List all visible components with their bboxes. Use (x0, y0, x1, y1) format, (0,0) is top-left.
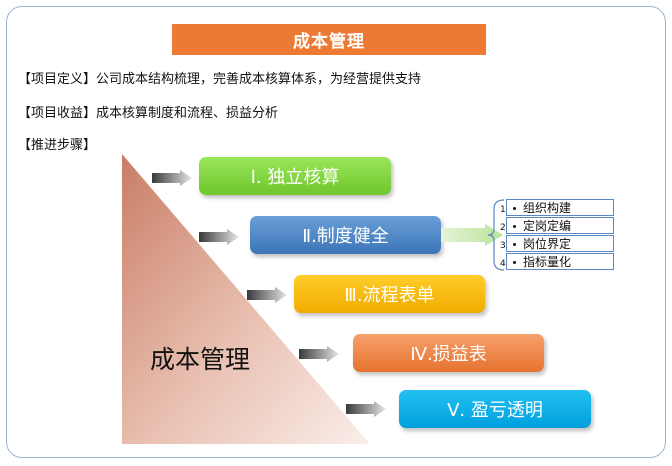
brace-icon (487, 199, 505, 271)
sub-item-label: 组织构建 (523, 201, 572, 215)
definition-text: 公司成本结构梳理，完善成本核算体系，为经营提供支持 (96, 72, 422, 87)
step-system-sound: Ⅱ.制度健全 (250, 216, 441, 254)
sub-item-number: 2 (500, 223, 506, 233)
sub-item: 指标量化 (506, 253, 614, 270)
definition-line: 【项目定义】公司成本结构梳理，完善成本核算体系，为经营提供支持 (18, 68, 421, 87)
expand-arrow-icon (441, 224, 503, 246)
benefit-line: 【项目收益】成本核算制度和流程、损益分析 (18, 102, 278, 121)
arrow-icon (199, 229, 239, 245)
definition-label: 【项目定义】 (18, 72, 97, 87)
arrow-icon (346, 401, 386, 417)
step-profit-loss: Ⅳ.损益表 (353, 334, 544, 372)
sub-item-label: 定岗定编 (523, 219, 572, 233)
benefit-text: 成本核算制度和流程、损益分析 (96, 106, 279, 121)
steps-label: 【推进步骤】 (18, 138, 97, 153)
sub-item-label: 岗位界定 (523, 237, 572, 251)
sub-item: 组织构建 (506, 199, 614, 216)
sub-item: 定岗定编 (506, 217, 614, 234)
sub-item-number: 4 (500, 259, 506, 269)
arrow-icon (152, 170, 192, 186)
sub-item: 岗位界定 (506, 235, 614, 252)
sub-item-number: 1 (500, 205, 506, 215)
step-process-forms: Ⅲ.流程表单 (294, 275, 485, 313)
triangle-label: 成本管理 (150, 345, 251, 374)
benefit-label: 【项目收益】 (18, 106, 97, 121)
step-independent-accounting: Ⅰ. 独立核算 (199, 157, 391, 195)
arrow-icon (299, 346, 339, 362)
sub-item-number: 3 (500, 241, 506, 251)
arrow-icon (247, 287, 287, 303)
sub-item-list: 组织构建 定岗定编 岗位界定 指标量化 (506, 199, 614, 271)
step-profit-transparency: Ⅴ. 盈亏透明 (399, 390, 591, 428)
sub-item-label: 指标量化 (523, 255, 572, 269)
page-title: 成本管理 (172, 24, 486, 55)
